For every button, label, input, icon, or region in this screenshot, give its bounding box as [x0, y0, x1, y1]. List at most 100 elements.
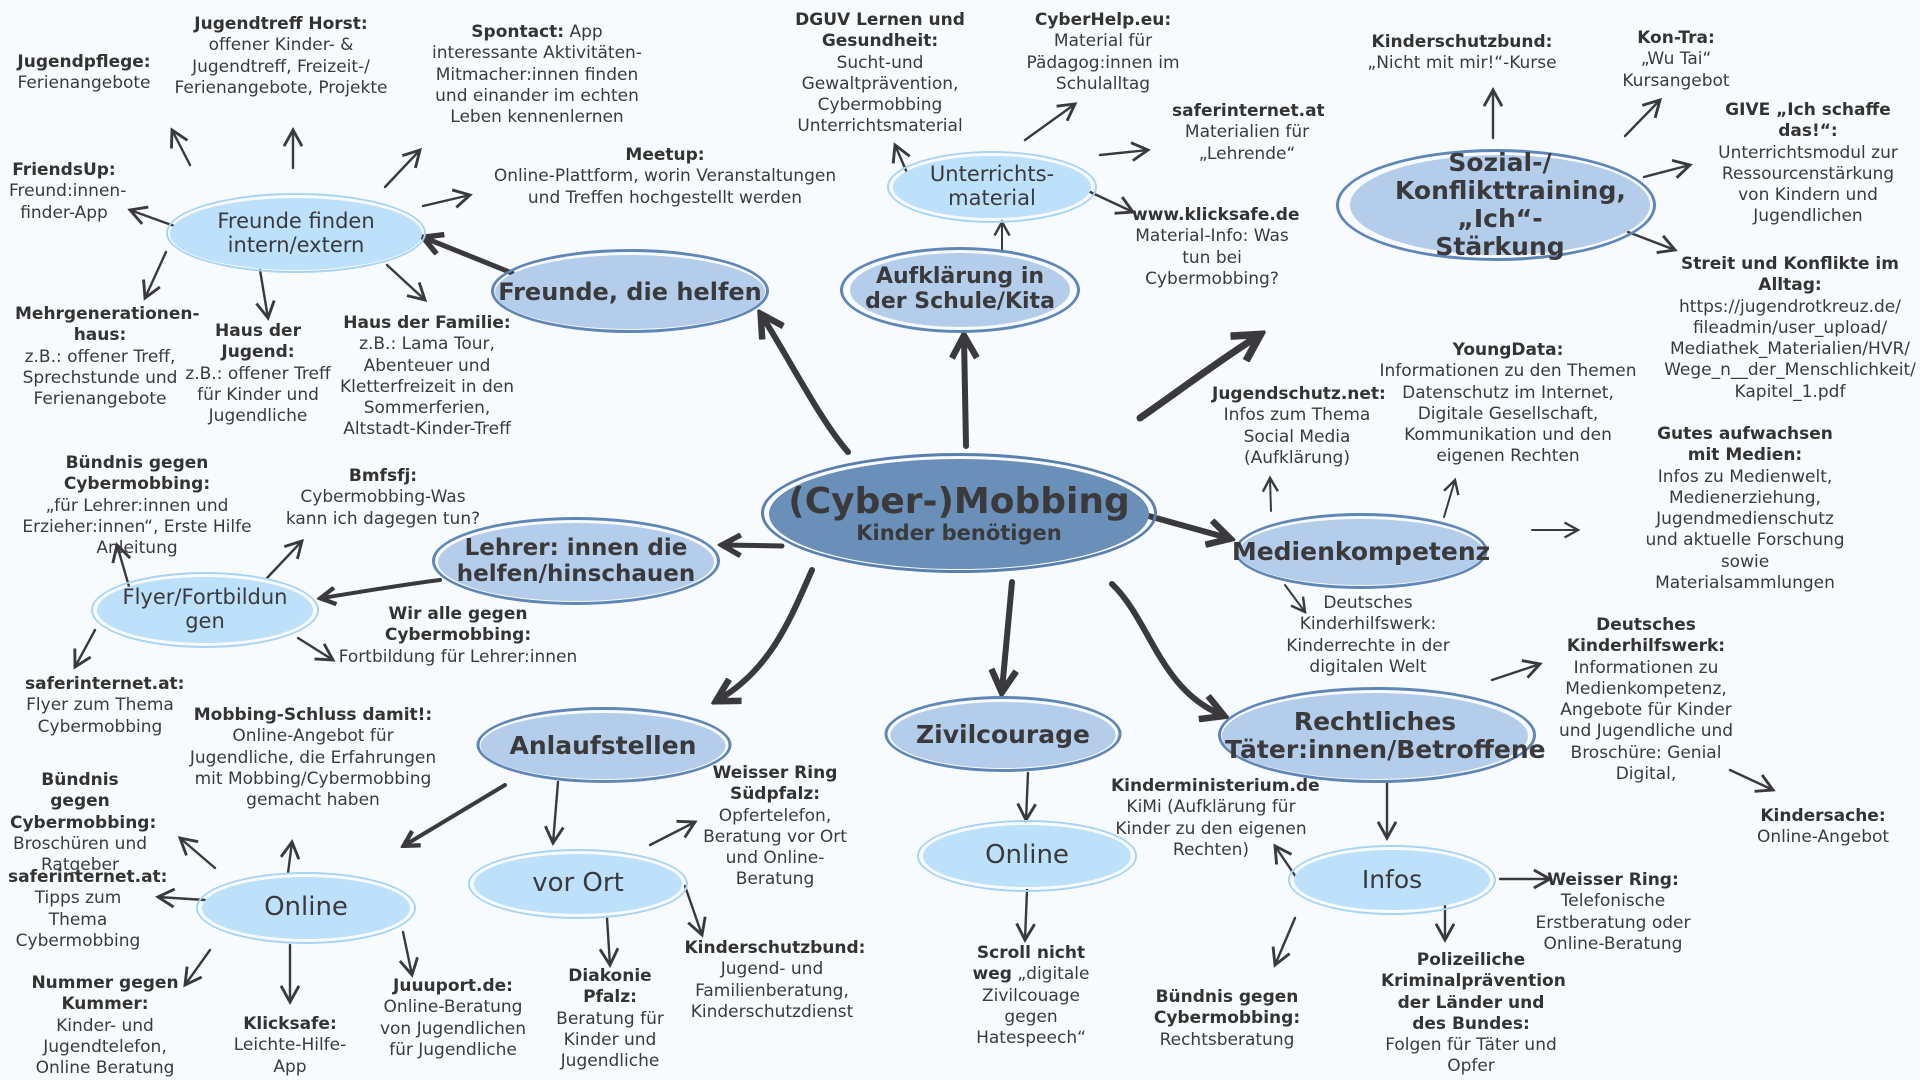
leaf-saferinternet-flyer: saferinternet.at: Flyer zum Thema Cyberm… [25, 674, 185, 737]
leaf-saferinternet-lehrende: saferinternet.at Materialien für „Lehren… [1172, 101, 1325, 164]
leaf-dguv: DGUV Lernen und Gesundheit: Sucht-und Ge… [795, 10, 965, 137]
arrow-connector [1623, 97, 1663, 138]
leaf-buendnis-lehrer: Bündnis gegen Cybermobbing: „für Lehrer:… [22, 453, 252, 558]
leaf-kindersache: Kindersache: Online-Angebot [1756, 806, 1890, 848]
arrow-connector [169, 127, 192, 167]
leaf-saferinternet-tipps: saferinternet.at: Tipps zum Thema Cyberm… [8, 867, 168, 951]
arrow-center-anlauf [718, 567, 815, 700]
leaf-haus-der-jugend: Haus der Jugend: z.B.: offener Treff für… [185, 321, 331, 426]
branch-lehrer[interactable]: Lehrer: innen die helfen/hinschauen [432, 517, 720, 605]
leaf-streit-konflikte: Streit und Konflikte im Alltag: https://… [1664, 254, 1916, 402]
arrow-connector [385, 263, 428, 303]
arrow-connector [683, 884, 707, 938]
subnode-label: Online [264, 892, 348, 923]
branch-label: Medienkompetenz [1231, 537, 1491, 566]
arrow-zivil-online [1016, 771, 1037, 823]
arrow-connector [648, 819, 698, 847]
arrow-connector [1284, 584, 1307, 614]
center-subtitle: Kinder benötigen [856, 521, 1062, 546]
subnode-label: Flyer/Fortbildun gen [122, 585, 288, 633]
leaf-meetup: Meetup: Online-Plattform, worin Veransta… [493, 145, 837, 208]
subnode-freunde-finden[interactable]: Freunde finden intern/extern [166, 193, 426, 273]
leaf-jugendschutz-net: Jugendschutz.net: Infos zum Thema Social… [1212, 384, 1386, 468]
arrow-center-sozial [1136, 336, 1258, 422]
arrow-connector [265, 538, 305, 580]
arrow-connector [1490, 659, 1543, 682]
leaf-give: GIVE „Ich schaffe das!“: Unterrichtsmodu… [1718, 100, 1898, 227]
leaf-juuuport: Juuuport.de: Online-Beratung von Jugendl… [379, 976, 527, 1060]
arrow-connector [1443, 477, 1460, 518]
branch-aufklaerung[interactable]: Aufklärung in der Schule/Kita [840, 247, 1080, 333]
leaf-wir-alle-gegen-cybermobbing: Wir alle gegen Cybermobbing: Fortbildung… [338, 604, 578, 667]
subnode-unterrichtsmaterial[interactable]: Unterrichts- material [887, 151, 1097, 223]
arrow-anlauf-vorort [544, 780, 565, 846]
arrow-connector [398, 930, 419, 978]
arrow-center-rechtliches [1109, 581, 1222, 715]
arrow-connector [1271, 916, 1297, 968]
leaf-youngdata: YoungData: Informationen zu den Themen D… [1379, 340, 1637, 467]
arrow-connector [183, 948, 212, 988]
arrow-connector [1086, 189, 1136, 215]
leaf-scroll-nicht-weg: Scroll nicht weg „digitale Zivilcouage g… [972, 943, 1090, 1048]
arrow-center-aufklaerung [964, 338, 966, 449]
leaf-dkhw-info: Deutsches Kinderhilfswerk: Informationen… [1558, 615, 1734, 784]
branch-label: Rechtliches Täter:innen/Betroffene [1225, 707, 1546, 764]
leaf-friendsup: FriendsUp: Freund:innen-finder-App [9, 160, 127, 223]
arrow-center-zivil [1002, 579, 1012, 690]
branch-medienkompetenz[interactable]: Medienkompetenz [1232, 513, 1490, 589]
arrow-connector [255, 268, 276, 321]
subnode-flyer-fortbildungen[interactable]: Flyer/Fortbildun gen [91, 572, 319, 648]
leaf-kon-tra: Kon-Tra: „Wu Tai“ Kursangebot [1622, 28, 1730, 91]
leaf-polizei: Polizeiliche Kriminalprävention der Länd… [1381, 950, 1566, 1077]
arrow-connector [1261, 475, 1279, 512]
leaf-haus-der-familie: Haus der Familie: z.B.: Lama Tour, Abent… [340, 313, 514, 440]
leaf-cyberhelp: CyberHelp.eu: Material für Pädagog:innen… [1026, 10, 1180, 94]
arrow-connector [1728, 768, 1776, 793]
arrow-center-medien [1142, 512, 1228, 538]
branch-label: Zivilcourage [916, 720, 1090, 749]
branch-label: Sozial-/ Konflikttraining, „Ich“-Stärkun… [1395, 148, 1626, 261]
leaf-dkhw-kinderrechte: Deutsches Kinderhilfswerk: Kinderrechte … [1286, 593, 1450, 677]
subnode-label: Online [985, 840, 1069, 871]
leaf-klicksafe-web: www.klicksafe.de Material-Info: Was tun … [1132, 205, 1300, 289]
arrow-center-freunde [762, 316, 851, 455]
arrow-connector [155, 887, 207, 909]
branch-freunde-die-helfen[interactable]: Freunde, die helfen [491, 249, 769, 333]
arrow-connector [177, 836, 217, 870]
arrow-connector [1273, 843, 1300, 882]
leaf-bmfsfj: Bmfsfj: Cybermobbing-Was kann ich dagege… [285, 466, 481, 529]
subnode-label: Infos [1361, 865, 1423, 894]
arrow-connector [1642, 158, 1693, 179]
subnode-anlauf-online[interactable]: Online [196, 872, 416, 944]
branch-sozial-konflikttraining[interactable]: Sozial-/ Konflikttraining, „Ich“-Stärkun… [1336, 149, 1656, 261]
branch-label: Lehrer: innen die helfen/hinschauen [456, 535, 696, 587]
arrow-connector [1015, 888, 1036, 943]
branch-zivilcourage[interactable]: Zivilcourage [884, 696, 1122, 772]
leaf-spontact: Spontact: App interessante Aktivitäten-M… [432, 22, 642, 127]
arrow-lehrer-flyer [322, 578, 442, 598]
subnode-infos[interactable]: Infos [1288, 845, 1496, 915]
arrow-connector [279, 839, 301, 875]
arrow-connector [142, 250, 168, 301]
leaf-jugendpflege: Jugendpflege: Ferienangebote [17, 52, 151, 94]
arrow-anlauf-online [405, 783, 507, 845]
arrow-connector [127, 205, 179, 229]
arrow-connector [111, 542, 132, 592]
center-node-cyber-mobbing[interactable]: (Cyber-)Mobbing Kinder benötigen [761, 453, 1157, 573]
leaf-nummer-gegen-kummer: Nummer gegen Kummer: Kinder- und Jugendt… [31, 973, 179, 1078]
subnode-vor-ort[interactable]: vor Ort [468, 849, 688, 919]
subnode-label: Freunde finden intern/extern [217, 209, 375, 257]
branch-rechtliches[interactable]: Rechtliches Täter:innen/Betroffene [1218, 687, 1546, 783]
leaf-weisser-ring: Weisser Ring: Telefonische Erstberatung … [1535, 870, 1691, 954]
arrow-connector [383, 147, 423, 189]
arrow-center-lehrer [724, 545, 785, 546]
leaf-buendnis-broschueren: Bündnis gegen Cybermobbing: Broschüren u… [10, 770, 157, 875]
subnode-label: vor Ort [532, 868, 624, 899]
branch-label: Anlaufstellen [509, 731, 697, 760]
branch-anlaufstellen[interactable]: Anlaufstellen [476, 707, 732, 783]
leaf-diakonie: Diakonie Pfalz: Beratung für Kinder und … [556, 966, 664, 1071]
subnode-zivil-online[interactable]: Online [917, 820, 1137, 892]
subnode-label: Unterrichts- material [929, 162, 1055, 210]
